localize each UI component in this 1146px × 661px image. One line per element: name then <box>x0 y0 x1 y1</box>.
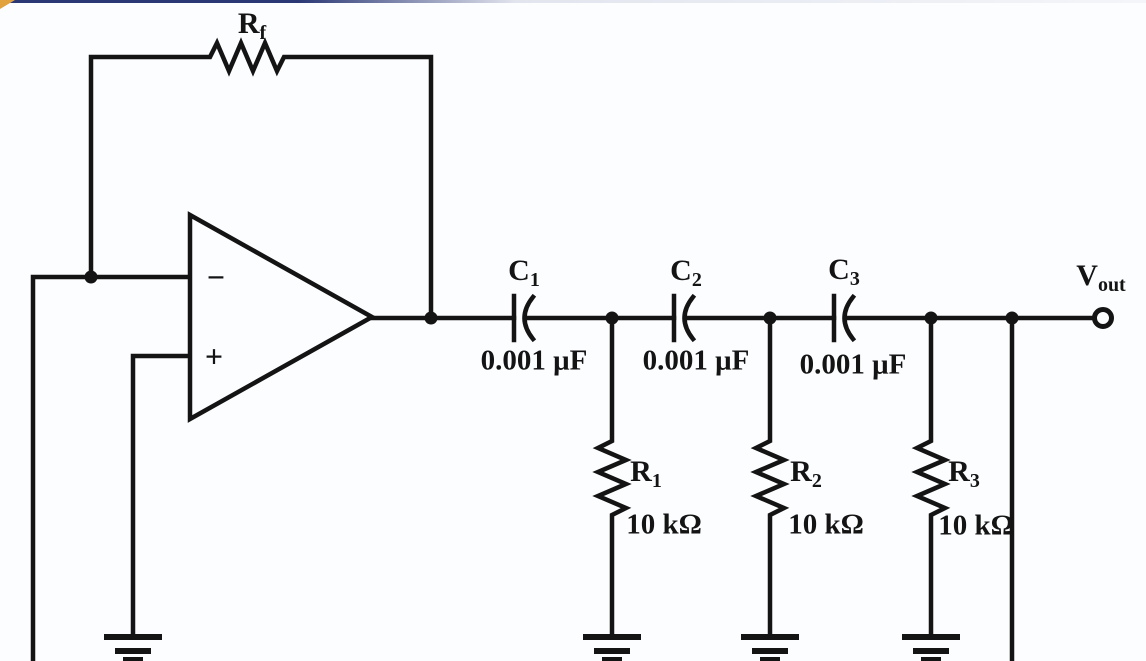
capacitor-3-label: C3 <box>828 253 860 290</box>
resistor-2-subscript: 2 <box>811 470 822 492</box>
capacitor-2-subscript: 2 <box>691 269 702 291</box>
resistor-2-value: 10 kΩ <box>788 508 864 541</box>
capacitor-1-name: C <box>508 254 530 287</box>
resistor-1-value: 10 kΩ <box>626 508 702 541</box>
resistor-1-name: R <box>630 455 652 488</box>
capacitor-3-name: C <box>828 253 850 286</box>
resistor-2-label: R2 <box>790 455 822 492</box>
feedback-resistor-name: R <box>237 7 260 40</box>
capacitor-2-label: C2 <box>670 254 702 291</box>
resistor-2-name: R <box>790 455 812 488</box>
inverting-input-wire <box>30 274 193 661</box>
ground-symbol-noninverting <box>104 634 162 661</box>
opamp-inverting-sign: − <box>206 259 226 295</box>
top-edge-accent-line <box>0 0 1146 3</box>
resistor-3-subscript: 3 <box>969 470 980 492</box>
capacitor-1-value: 0.001 μF <box>480 344 588 377</box>
resistor-1-symbol <box>592 315 632 640</box>
capacitor-1-symbol <box>511 293 537 343</box>
capacitor-2-value: 0.001 μF <box>642 344 750 377</box>
opamp-noninverting-sign: + <box>204 338 224 374</box>
capacitor-1-subscript: 1 <box>529 269 540 291</box>
vout-subscript: out <box>1097 274 1126 296</box>
capacitor-3-value: 0.001 μF <box>799 348 907 381</box>
capacitor-2-symbol <box>671 293 697 343</box>
vout-terminal <box>1092 307 1114 329</box>
resistor-3-value: 10 kΩ <box>938 509 1014 542</box>
vout-label: Vout <box>1076 259 1126 296</box>
feedback-resistor-label: Rf <box>237 7 267 44</box>
capacitor-1-label: C1 <box>508 254 540 291</box>
ground-symbol-r2 <box>741 634 799 661</box>
resistor-3-symbol <box>911 315 951 640</box>
top-left-corner-accent <box>0 0 15 9</box>
resistor-3-name: R <box>948 455 970 488</box>
noninverting-input-wire <box>130 353 193 640</box>
resistor-2-symbol <box>750 315 790 640</box>
feedback-resistor-symbol <box>88 37 434 321</box>
junction-dots <box>84 270 1019 325</box>
vout-name: V <box>1076 259 1098 292</box>
opamp-symbol <box>187 211 377 423</box>
capacitor-2-name: C <box>670 254 692 287</box>
resistor-3-label: R3 <box>948 455 980 492</box>
ground-symbol-r3 <box>902 634 960 661</box>
ground-symbol-r1 <box>583 634 641 661</box>
resistor-1-subscript: 1 <box>651 470 662 492</box>
resistor-1-label: R1 <box>630 455 662 492</box>
feedback-resistor-subscript: f <box>259 22 267 44</box>
capacitor-3-symbol <box>831 293 857 343</box>
capacitor-3-subscript: 3 <box>849 268 860 290</box>
